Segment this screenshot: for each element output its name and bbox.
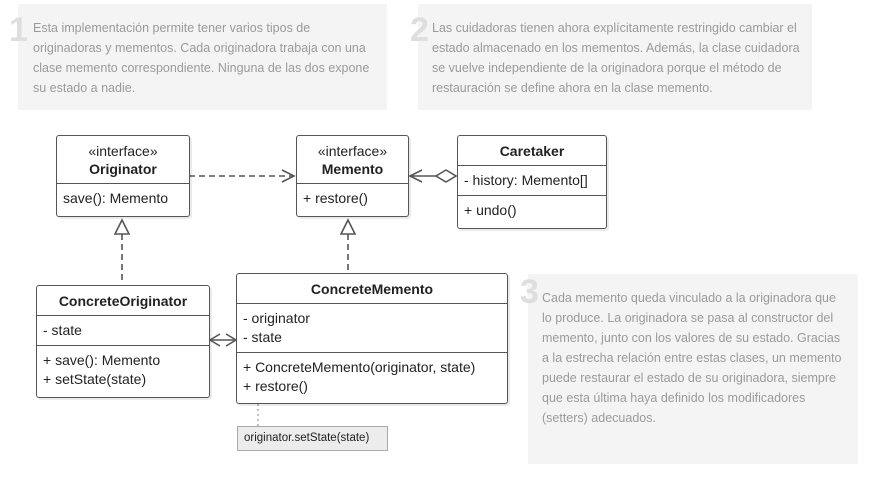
concrete-originator-fields: - state bbox=[37, 316, 209, 345]
class-caretaker: Caretaker - history: Memento[] + undo() bbox=[457, 135, 607, 229]
caretaker-field: - history: Memento[] bbox=[464, 172, 588, 188]
concrete-originator-methods: + save(): Memento + setState(state) bbox=[37, 345, 209, 394]
note-number-1: 1 bbox=[9, 11, 28, 49]
note-1: 1 Esta implementación permite tener vari… bbox=[9, 4, 387, 110]
realization-triangle-memento bbox=[339, 218, 357, 235]
class-concrete-originator: ConcreteOriginator - state + save(): Mem… bbox=[36, 285, 210, 398]
originator-methods: save(): Memento bbox=[57, 184, 189, 213]
concrete-originator-name: ConcreteOriginator bbox=[58, 293, 188, 309]
originator-stereotype: «interface» bbox=[88, 143, 158, 159]
class-concrete-memento-header: ConcreteMemento bbox=[237, 274, 507, 304]
aggregation-diamond bbox=[434, 169, 458, 183]
note-number-2: 2 bbox=[410, 11, 429, 49]
concrete-memento-name: ConcreteMemento bbox=[310, 281, 434, 297]
class-memento: «interface» Memento + restore() bbox=[296, 135, 409, 217]
originator-name: Originator bbox=[89, 161, 157, 177]
note-text-2: Las cuidadoras tienen ahora explícitamen… bbox=[432, 21, 800, 95]
class-originator-header: «interface» Originator bbox=[57, 136, 189, 184]
class-caretaker-header: Caretaker bbox=[458, 136, 606, 166]
caretaker-method: + undo() bbox=[464, 202, 517, 218]
class-concrete-memento: ConcreteMemento - originator - state + C… bbox=[236, 273, 508, 404]
concrete-memento-method-restore: + restore() bbox=[243, 378, 308, 394]
concrete-memento-field-originator: - originator bbox=[243, 310, 310, 326]
concrete-memento-field-state: - state bbox=[243, 329, 282, 345]
class-memento-header: «interface» Memento bbox=[297, 136, 408, 184]
caretaker-fields: - history: Memento[] bbox=[458, 166, 606, 195]
memento-methods: + restore() bbox=[297, 184, 408, 213]
note-2: 2 Las cuidadoras tienen ahora explícitam… bbox=[410, 4, 812, 110]
memento-name: Memento bbox=[321, 161, 384, 177]
concrete-memento-methods: + ConcreteMemento(originator, state) + r… bbox=[237, 352, 507, 401]
concrete-memento-method-constructor: + ConcreteMemento(originator, state) bbox=[243, 359, 476, 375]
class-originator: «interface» Originator save(): Memento bbox=[56, 135, 190, 217]
concrete-memento-fields: - originator - state bbox=[237, 304, 507, 352]
originator-method: save(): Memento bbox=[63, 190, 169, 206]
caretaker-methods: + undo() bbox=[458, 195, 606, 225]
note-3: 3 Cada memento queda vinculado a la orig… bbox=[520, 274, 858, 464]
note-text-1: Esta implementación permite tener varios… bbox=[33, 21, 370, 95]
class-concrete-originator-header: ConcreteOriginator bbox=[37, 286, 209, 316]
concrete-originator-field: - state bbox=[43, 322, 82, 338]
memento-stereotype: «interface» bbox=[317, 143, 388, 159]
memento-method: + restore() bbox=[303, 190, 368, 206]
code-note: originator.setState(state) bbox=[237, 426, 388, 451]
concrete-originator-method-setstate: + setState(state) bbox=[43, 371, 147, 387]
concrete-originator-method-save: + save(): Memento bbox=[43, 352, 161, 368]
association-arrow-left bbox=[208, 333, 221, 347]
realization-triangle-originator bbox=[113, 218, 131, 235]
caretaker-name: Caretaker bbox=[499, 143, 565, 159]
aggregation-arrowhead bbox=[408, 169, 423, 183]
note-text-3: Cada memento queda vinculado a la origin… bbox=[542, 291, 842, 425]
dependency-arrowhead bbox=[281, 169, 296, 183]
note-number-3: 3 bbox=[520, 273, 539, 311]
